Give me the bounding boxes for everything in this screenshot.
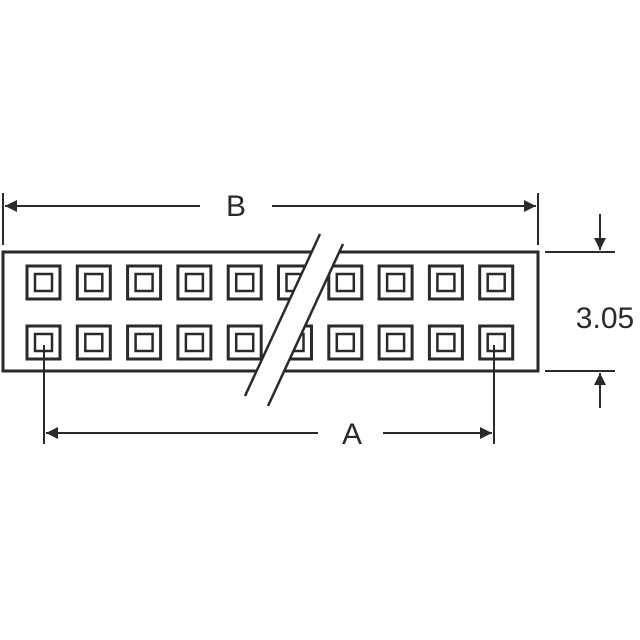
label-b: B (226, 190, 246, 223)
pin-socket-inner (486, 332, 506, 353)
pin-socket-inner (84, 332, 104, 353)
pin-socket (327, 264, 364, 301)
pin-socket-inner (385, 272, 406, 293)
dimension-height: 3.05 (545, 214, 634, 408)
pin-socket-inner (486, 272, 506, 293)
pin-socket (25, 264, 62, 301)
pin-socket-inner (184, 332, 205, 353)
pin-socket-inner (134, 332, 154, 353)
pin-socket (478, 324, 515, 361)
pin-socket (327, 324, 364, 361)
pin-socket-inner (84, 272, 104, 293)
pin-grid (25, 264, 515, 361)
pin-socket (75, 324, 112, 361)
dimension-a: A (43, 345, 495, 451)
pin-socket (75, 264, 112, 301)
pin-socket (377, 324, 414, 361)
label-a: A (342, 418, 362, 451)
pin-socket-inner (335, 332, 356, 353)
pin-socket (126, 324, 163, 361)
pin-socket-inner (134, 272, 154, 293)
pin-socket-inner (335, 272, 356, 293)
pin-socket-inner (234, 332, 255, 353)
pin-socket (377, 264, 414, 301)
dimension-b: B (2, 190, 539, 245)
break-mark (243, 233, 345, 407)
pin-socket (478, 264, 515, 301)
pin-socket-inner (33, 272, 54, 293)
pin-socket (226, 324, 263, 361)
pin-socket (427, 264, 464, 301)
pin-socket (126, 264, 163, 301)
pin-socket-inner (184, 272, 205, 293)
pin-socket-inner (436, 332, 456, 353)
pin-socket-inner (385, 332, 406, 353)
label-height: 3.05 (576, 302, 634, 335)
pin-socket-inner (234, 272, 255, 293)
pin-socket (226, 264, 263, 301)
pin-socket (176, 264, 213, 301)
pin-socket (427, 324, 464, 361)
pin-socket (176, 324, 213, 361)
pin-socket-inner (436, 272, 456, 293)
